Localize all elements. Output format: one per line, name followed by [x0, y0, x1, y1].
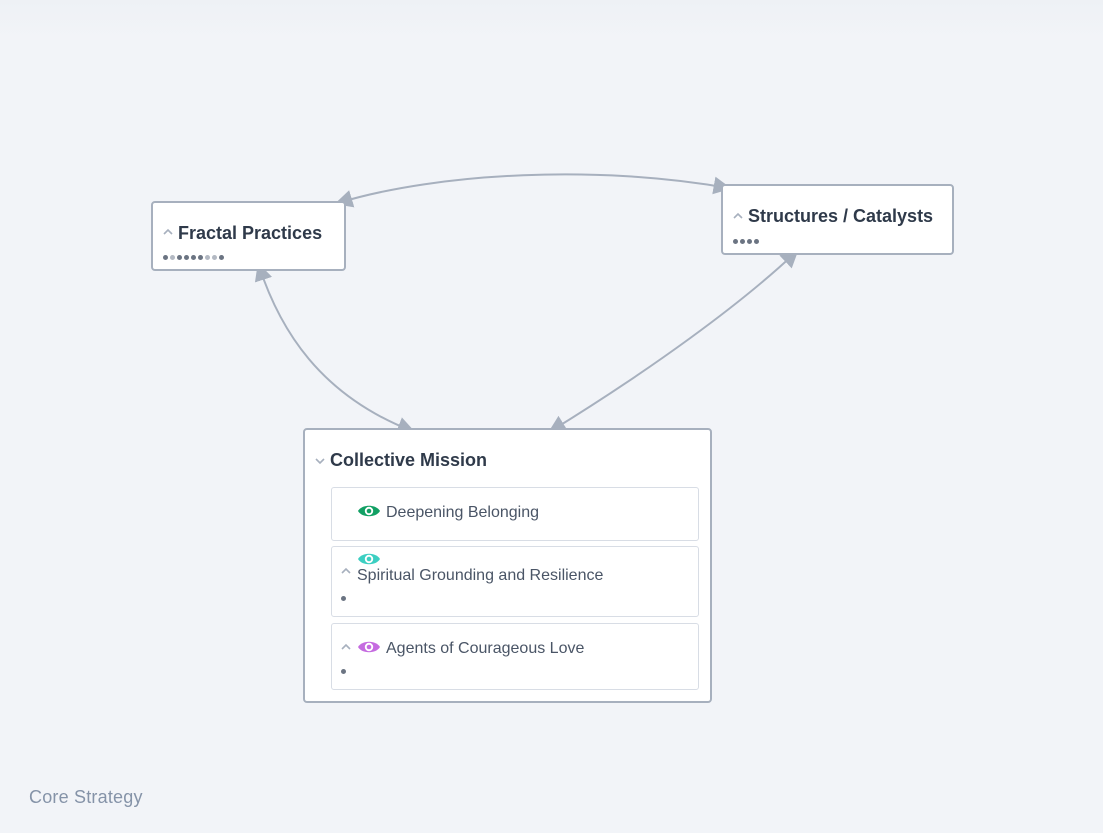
eye-icon[interactable]: [357, 551, 381, 567]
child-agents-of-courageous-love[interactable]: Agents of Courageous Love: [331, 623, 699, 690]
node-collective-mission[interactable]: Collective Mission Deepening Belonging S…: [303, 428, 712, 703]
child-label: Spiritual Grounding and Resilience: [357, 567, 604, 584]
dot: [191, 255, 196, 260]
child-indicator-dots: [733, 239, 759, 244]
child-label: Deepening Belonging: [386, 504, 540, 521]
node-fractal-practices[interactable]: Fractal Practices: [151, 201, 346, 271]
node-title: Structures / Catalysts: [748, 206, 934, 226]
eye-icon[interactable]: [357, 503, 381, 519]
dot: [341, 669, 346, 674]
child-indicator-dots: [341, 669, 346, 674]
dot: [747, 239, 752, 244]
chevron-up-icon[interactable]: [340, 641, 352, 653]
dot: [170, 255, 175, 260]
child-spiritual-grounding[interactable]: Spiritual Grounding and Resilience: [331, 546, 699, 617]
dot: [184, 255, 189, 260]
dot: [341, 596, 346, 601]
footer-label: Core Strategy: [29, 787, 143, 807]
edge-structures-mission[interactable]: [547, 249, 799, 433]
child-indicator-dots: [341, 596, 346, 601]
dot: [205, 255, 210, 260]
node-title: Fractal Practices: [178, 223, 323, 243]
child-indicator-dots: [163, 255, 224, 260]
dot: [212, 255, 217, 260]
dot: [219, 255, 224, 260]
dot: [177, 255, 182, 260]
dot: [198, 255, 203, 260]
node-structures-catalysts[interactable]: Structures / Catalysts: [721, 184, 954, 255]
child-deepening-belonging[interactable]: Deepening Belonging: [331, 487, 699, 541]
chevron-up-icon[interactable]: [732, 210, 744, 222]
chevron-up-icon[interactable]: [162, 226, 174, 238]
chevron-up-icon[interactable]: [340, 565, 352, 577]
chevron-down-icon[interactable]: [314, 455, 326, 467]
node-title: Collective Mission: [330, 450, 488, 470]
dot: [733, 239, 738, 244]
eye-icon[interactable]: [357, 639, 381, 655]
edge-fractal-mission[interactable]: [254, 262, 416, 435]
child-label: Agents of Courageous Love: [386, 640, 585, 657]
dot: [163, 255, 168, 260]
edge-fractal-structures[interactable]: [334, 173, 732, 208]
dot: [740, 239, 745, 244]
top-fade: [0, 0, 1103, 40]
dot: [754, 239, 759, 244]
